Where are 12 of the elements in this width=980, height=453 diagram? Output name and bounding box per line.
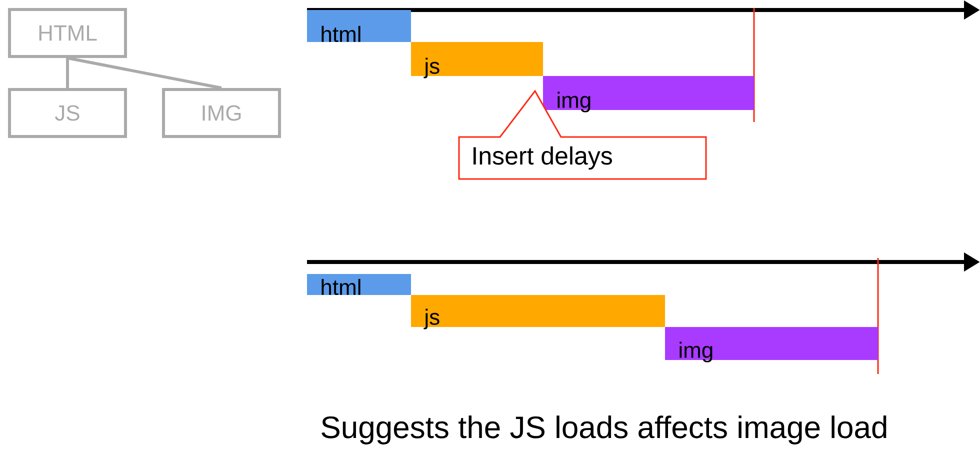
- tree-line: [67, 56, 222, 90]
- tree-box: IMG: [162, 88, 281, 138]
- timing-bar: html: [307, 274, 411, 296]
- timing-bar: img: [543, 76, 754, 112]
- timing-bar: img: [665, 327, 878, 362]
- tree-box: HTML: [8, 8, 127, 58]
- timing-bar: js: [411, 295, 665, 330]
- timing-bar: js: [411, 42, 543, 78]
- tree-line: [66, 58, 69, 88]
- caption: Suggests the JS loads affects image load: [322, 416, 886, 444]
- tree-box: JS: [8, 88, 127, 138]
- timing-bar: html: [307, 10, 411, 42]
